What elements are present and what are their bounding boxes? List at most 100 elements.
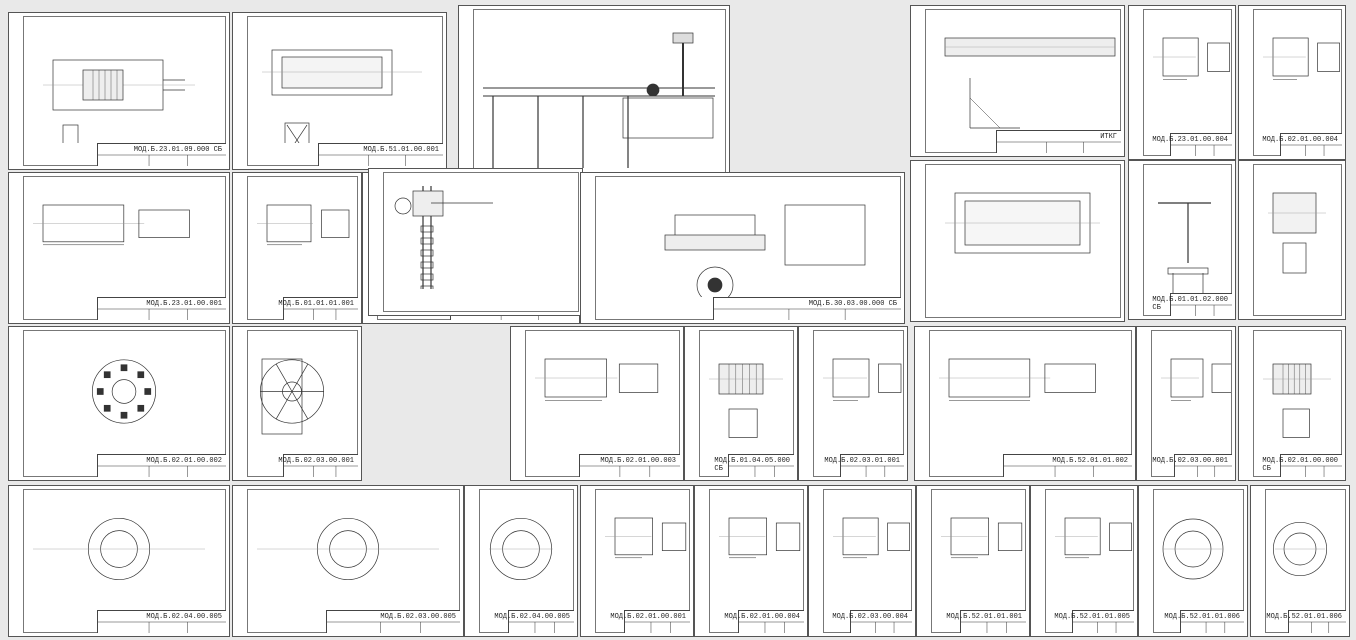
sheet-code: МОД.Б.52.01.01.005	[1054, 613, 1130, 621]
drawing-sheet: МОД.Б.52.01.01.005	[1030, 485, 1138, 637]
title-block: МОД.Б.01.01.01.001	[278, 297, 358, 320]
sheet-drawing	[394, 186, 493, 289]
title-block: МОД.Б.23.01.09.000 СБ	[97, 143, 226, 166]
title-block: МОД.Б.23.01.00.004	[1152, 133, 1232, 156]
sheet-code: МОД.Б.30.03.00.000 СБ	[808, 300, 897, 308]
drawing-sheet: МОД.Б.02.01.00.004	[1238, 5, 1346, 160]
sheet-drawing	[1162, 518, 1224, 580]
title-block: МОД.Б.23.01.00.001	[97, 297, 226, 320]
title-block: ИТКГ	[996, 130, 1121, 153]
title-block: МОД.Б.02.01.00.002	[97, 454, 226, 477]
title-block: МОД.Б.02.01.00.003	[579, 454, 680, 477]
sheet-frame	[383, 172, 579, 312]
sheet-code: МОД.Б.51.01.00.001	[363, 146, 439, 154]
drawing-sheet: МОД.Б.23.01.00.001	[8, 172, 230, 324]
sheet-drawing	[1272, 521, 1328, 577]
sheet-code: МОД.Б.02.01.00.000 СБ	[1262, 457, 1338, 473]
sheet-drawing	[257, 517, 439, 581]
sheet-drawing	[259, 358, 325, 435]
sheet-code: МОД.Б.02.01.00.004	[724, 613, 800, 621]
title-block: МОД.Б.02.04.00.005	[494, 610, 574, 633]
title-block: МОД.Б.51.01.00.001	[318, 143, 443, 166]
title-block: МОД.Б.02.01.00.000 СБ	[1262, 454, 1342, 477]
sheet-drawing	[33, 204, 190, 246]
sheet-drawing	[945, 192, 1100, 254]
sheet-drawing	[1268, 192, 1326, 274]
title-block: МОД.Б.02.04.00.005	[97, 610, 226, 633]
sheet-code: МОД.Б.02.03.01.001	[824, 457, 900, 465]
drawing-sheet: МОД.Б.02.03.00.005	[232, 485, 464, 637]
drawing-sheet: МОД.Б.01.04.05.000 СБ	[684, 326, 798, 481]
sheet-code: МОД.Б.23.01.00.001	[146, 300, 222, 308]
drawing-sheet: МОД.Б.02.01.00.004	[694, 485, 808, 637]
sheet-code: МОД.Б.52.01.01.001	[946, 613, 1022, 621]
sheet-code: МОД.Б.52.01.01.006	[1164, 613, 1240, 621]
drawing-sheet: МОД.Б.02.01.00.003	[510, 326, 684, 481]
sheet-drawing	[1055, 517, 1132, 559]
drawing-sheet: МОД.Б.23.01.09.000 СБ	[8, 12, 230, 170]
sheet-code: МОД.Б.01.04.05.000 СБ	[714, 457, 790, 473]
sheet-drawing	[939, 358, 1096, 401]
sheet-drawing	[1263, 37, 1340, 80]
sheet-code: МОД.Б.02.04.00.005	[494, 613, 570, 621]
sheet-drawing	[823, 358, 902, 401]
sheet-drawing	[262, 49, 422, 143]
drawing-sheet: МОД.Б.02.03.00.004	[808, 485, 916, 637]
drawing-sheet: МОД.Б.02.04.00.005	[464, 485, 578, 637]
title-block: МОД.Б.52.01.01.001	[946, 610, 1026, 633]
sheet-code: МОД.Б.02.03.00.004	[832, 613, 908, 621]
sheet-code: МОД.Б.52.01.01.006	[1266, 613, 1342, 621]
drawing-sheet: МОД.Б.52.01.01.006	[1250, 485, 1350, 637]
sheet-code: МОД.Б.23.01.00.004	[1152, 136, 1228, 144]
sheet-drawing	[1161, 358, 1231, 401]
sheet-drawing	[257, 204, 350, 246]
drawing-sheet: МОД.Б.52.01.01.002	[914, 326, 1136, 481]
sheet-code: ИТКГ	[1100, 133, 1117, 141]
sheet-code: МОД.Б.52.01.01.002	[1052, 457, 1128, 465]
drawing-sheet: МОД.Б.02.01.00.000 СБ	[1238, 326, 1346, 481]
sheet-code: МОД.Б.02.04.00.005	[146, 613, 222, 621]
sheet-drawing	[719, 517, 801, 559]
title-block: МОД.Б.02.03.00.001	[278, 454, 358, 477]
sheet-code: МОД.Б.02.01.00.002	[146, 457, 222, 465]
title-block: МОД.Б.02.03.00.004	[832, 610, 912, 633]
title-block: МОД.Б.30.03.00.000 СБ	[712, 297, 901, 320]
title-block: МОД.Б.52.01.01.006	[1266, 610, 1346, 633]
title-block: МОД.Б.02.01.00.001	[610, 610, 690, 633]
title-block: МОД.Б.02.01.00.004	[1262, 133, 1342, 156]
title-block: МОД.Б.01.01.02.000 СБ	[1152, 293, 1232, 316]
title-block: МОД.Б.02.03.00.001	[1152, 454, 1232, 477]
drawing-sheet: МОД.Б.02.03.01.001	[798, 326, 908, 481]
drawing-sheet	[1238, 160, 1346, 320]
drawing-sheet: МОД.Б.01.01.01.001	[232, 172, 362, 324]
sheet-code: МОД.Б.23.01.09.000 СБ	[133, 146, 222, 154]
sheet-drawing	[709, 363, 783, 438]
sheet-code: МОД.Б.02.03.00.005	[380, 613, 456, 621]
title-block: МОД.Б.01.04.05.000 СБ	[714, 454, 794, 477]
sheet-drawing	[489, 517, 553, 581]
sheet-frame	[925, 164, 1121, 318]
drawing-sheet: МОД.Б.52.01.01.006	[1138, 485, 1248, 637]
sheet-drawing	[1263, 363, 1331, 438]
drawing-sheet: МОД.Б.02.01.00.001	[580, 485, 694, 637]
sheet-code: МОД.Б.02.03.00.001	[1152, 457, 1228, 465]
drawing-sheet: МОД.Б.52.01.01.001	[916, 485, 1030, 637]
drawing-sheet	[368, 168, 583, 316]
drawing-sheet: МОД.Б.23.01.00.004	[1128, 5, 1236, 160]
sheet-drawing	[91, 359, 157, 424]
drawing-sheet: МОД.Б.01.01.02.000 СБ	[1128, 160, 1236, 320]
drawing-sheet: ИТКГ	[910, 5, 1125, 157]
sheet-code: МОД.Б.01.01.02.000 СБ	[1152, 296, 1228, 312]
sheet-drawing	[605, 517, 687, 559]
title-block: МОД.Б.02.01.00.004	[724, 610, 804, 633]
sheet-drawing	[833, 517, 910, 559]
title-block: МОД.Б.02.03.00.005	[325, 610, 460, 633]
title-block: МОД.Б.52.01.01.002	[1003, 454, 1132, 477]
sheet-code: МОД.Б.02.01.00.004	[1262, 136, 1338, 144]
sheet-frame	[1253, 164, 1342, 316]
sheet-code: МОД.Б.01.01.01.001	[278, 300, 354, 308]
sheet-drawing	[664, 204, 866, 297]
sheet-drawing	[43, 59, 195, 143]
drawing-sheet: МОД.Б.02.03.00.001	[1136, 326, 1236, 481]
drawing-sheet: МОД.Б.30.03.00.000 СБ	[580, 172, 905, 324]
